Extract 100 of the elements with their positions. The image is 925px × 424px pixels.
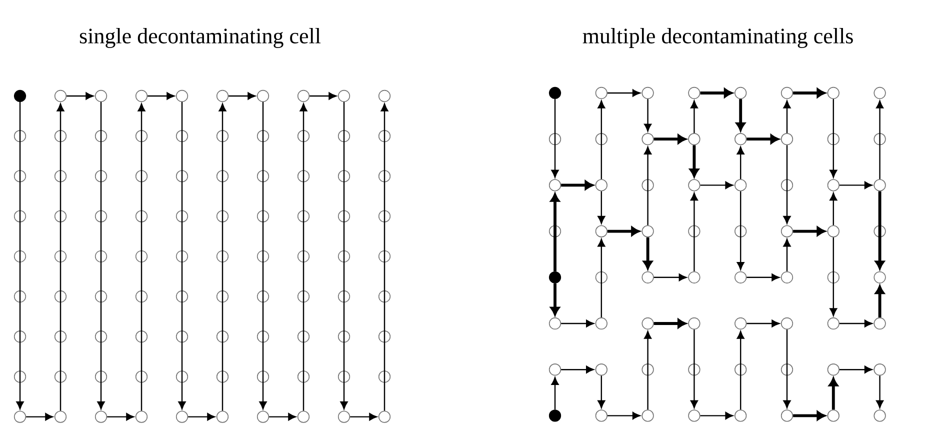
grid-circle bbox=[54, 370, 67, 383]
grid-circle bbox=[94, 210, 108, 222]
grid-circle bbox=[216, 130, 229, 142]
grid-circle bbox=[780, 271, 794, 284]
grid-circle bbox=[94, 90, 108, 102]
arrow bbox=[607, 226, 640, 236]
grid-circle bbox=[94, 130, 108, 142]
grid-circle bbox=[176, 250, 188, 262]
grid-circle bbox=[874, 225, 886, 238]
grid-circle bbox=[14, 370, 26, 383]
grid-circle bbox=[595, 364, 608, 376]
grid-circle bbox=[642, 86, 654, 100]
grid-circle bbox=[176, 330, 188, 343]
grid-circle bbox=[54, 130, 67, 142]
grid-circle bbox=[94, 370, 108, 383]
grid-circle bbox=[176, 210, 188, 222]
grid-circle bbox=[874, 271, 886, 284]
grid-circle bbox=[688, 133, 700, 146]
grid-circle bbox=[338, 290, 350, 303]
start-dot bbox=[548, 86, 562, 100]
arrow bbox=[654, 318, 686, 328]
arrow bbox=[228, 92, 256, 100]
grid-circle bbox=[734, 179, 747, 192]
grid-circle bbox=[827, 225, 840, 238]
grid-circle bbox=[642, 317, 654, 330]
grid-circle bbox=[14, 290, 26, 303]
arrow bbox=[607, 412, 640, 420]
arrow bbox=[839, 366, 872, 374]
grid-circle bbox=[14, 170, 26, 182]
grid-circle bbox=[874, 410, 886, 422]
arrow bbox=[340, 102, 348, 410]
grid-circle bbox=[135, 290, 148, 303]
arrow bbox=[598, 100, 606, 180]
grid-circle bbox=[595, 410, 608, 422]
grid-circle bbox=[378, 170, 391, 182]
arrow bbox=[598, 191, 606, 224]
grid-circle bbox=[54, 330, 67, 343]
grid-circle bbox=[827, 317, 840, 330]
grid-circle bbox=[216, 170, 229, 182]
arrow bbox=[300, 104, 308, 411]
arrow bbox=[561, 180, 594, 190]
grid-circle bbox=[874, 317, 886, 330]
arrow bbox=[26, 413, 54, 421]
grid-circle bbox=[135, 410, 148, 423]
arrow bbox=[689, 145, 699, 178]
arrow bbox=[736, 191, 744, 270]
grid-circle bbox=[176, 290, 188, 303]
grid-circle bbox=[297, 330, 310, 343]
panel-title: single decontaminating cell bbox=[80, 28, 321, 48]
grid-circle bbox=[688, 225, 700, 238]
arrow bbox=[876, 376, 884, 408]
arrow bbox=[793, 88, 826, 98]
arrow bbox=[830, 99, 838, 178]
arrow bbox=[746, 320, 780, 328]
grid-circle bbox=[780, 179, 794, 192]
grid-circle bbox=[642, 410, 654, 422]
arrow bbox=[783, 330, 791, 408]
grid-circle bbox=[378, 290, 391, 303]
grid-circle bbox=[297, 210, 310, 222]
grid-circle bbox=[54, 410, 67, 423]
grid-circle bbox=[338, 370, 350, 383]
grid-circle bbox=[378, 210, 391, 222]
grid-circle bbox=[688, 364, 700, 376]
grid-circle bbox=[378, 330, 391, 343]
arrow bbox=[380, 104, 388, 411]
arrow bbox=[746, 134, 779, 144]
grid-circle bbox=[688, 179, 700, 192]
grid-circle bbox=[734, 410, 747, 422]
grid-circle bbox=[256, 210, 270, 222]
grid-circle bbox=[338, 330, 350, 343]
grid-circle bbox=[216, 330, 229, 343]
grid-circle bbox=[135, 370, 148, 383]
grid-circle bbox=[54, 210, 67, 222]
arrow bbox=[793, 410, 826, 420]
grid-circle bbox=[642, 271, 654, 284]
grid-circle bbox=[338, 410, 350, 423]
arrow bbox=[690, 192, 698, 272]
grid-circle bbox=[216, 250, 229, 262]
grid-circle bbox=[874, 133, 886, 146]
arrow bbox=[700, 88, 733, 98]
start-dot bbox=[14, 90, 26, 102]
grid-circle bbox=[548, 179, 562, 192]
arrow bbox=[551, 99, 559, 178]
arrow bbox=[97, 102, 105, 410]
grid-circle bbox=[734, 133, 747, 146]
arrow bbox=[876, 100, 884, 180]
grid-circle bbox=[780, 225, 794, 238]
arrow bbox=[793, 226, 826, 236]
arrow bbox=[188, 413, 215, 421]
arrow bbox=[736, 99, 746, 132]
grid-circle bbox=[94, 290, 108, 303]
grid-circle bbox=[256, 330, 270, 343]
arrow bbox=[830, 237, 838, 316]
arrow bbox=[783, 238, 791, 272]
grid-circle bbox=[780, 133, 794, 146]
grid-circle bbox=[734, 317, 747, 330]
grid-circle bbox=[688, 410, 700, 422]
grid-circle bbox=[135, 90, 148, 102]
arrow bbox=[736, 146, 744, 180]
grid-circle bbox=[688, 317, 700, 330]
